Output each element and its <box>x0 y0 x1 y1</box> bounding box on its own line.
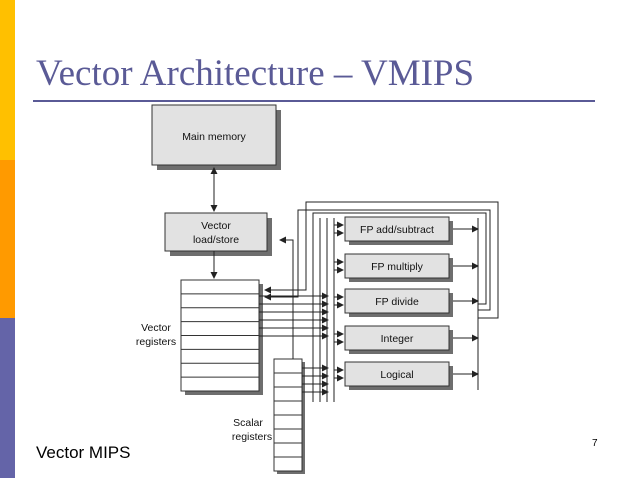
slide-title: Vector Architecture – VMIPS <box>36 53 475 94</box>
integer-unit: Integer <box>344 325 453 354</box>
vector-registers-label-line2: registers <box>136 336 176 348</box>
unit-label: Logical <box>380 369 413 381</box>
vector-registers-label-line1: Vector <box>141 322 171 334</box>
scalar-registers-label-line1: Scalar <box>233 417 263 429</box>
unit-label: FP multiply <box>371 261 423 273</box>
fp-multiply-unit: FP multiply <box>344 253 453 282</box>
unit-label: Integer <box>381 333 414 345</box>
title-underline <box>33 100 595 102</box>
accent-bar-yellow <box>0 0 15 160</box>
unit-label: FP divide <box>375 296 419 308</box>
fp-add-subtract-unit: FP add/subtract <box>344 216 453 245</box>
load-store-label-line1: Vector <box>201 220 231 232</box>
page-number: 7 <box>592 438 598 449</box>
unit-label: FP add/subtract <box>360 224 434 236</box>
interconnect <box>259 201 499 402</box>
vector-load-store-box: Vector load/store <box>164 212 272 256</box>
vector-registers-block <box>180 279 263 395</box>
load-store-label-line2: load/store <box>193 234 239 246</box>
main-memory-box: Main memory <box>151 104 281 170</box>
logical-unit: Logical <box>344 361 453 390</box>
scalar-registers-block <box>273 358 305 474</box>
fp-divide-unit: FP divide <box>344 288 453 317</box>
scalar-registers-label-line2: registers <box>232 431 272 443</box>
accent-bar-purple <box>0 318 15 478</box>
footer-text: Vector MIPS <box>36 443 131 462</box>
accent-bar-orange <box>0 160 15 318</box>
main-memory-label: Main memory <box>182 131 246 143</box>
